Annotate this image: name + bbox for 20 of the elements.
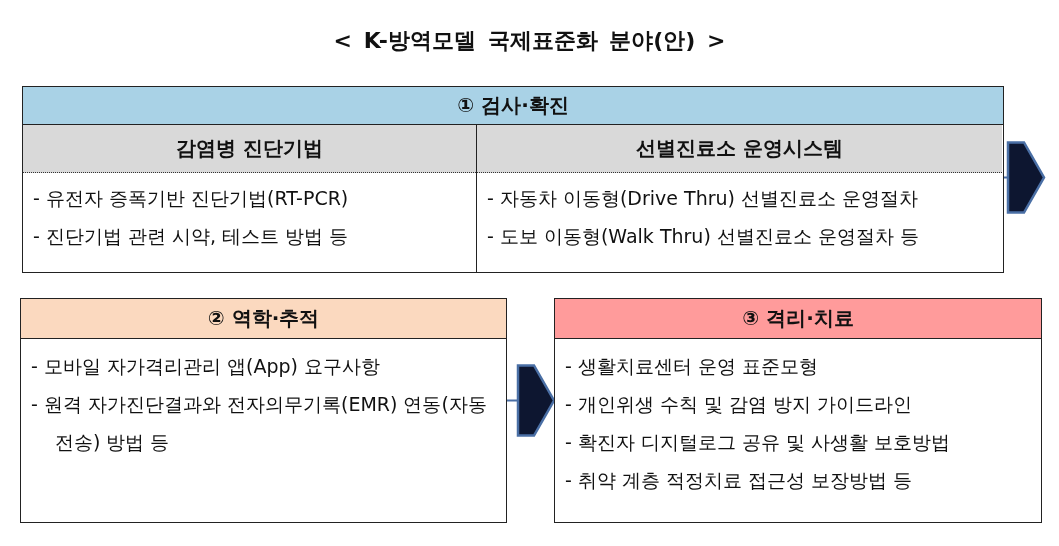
- bullet-text: - 확진자 디지털로그 공유 및 사생활 보호방법: [565, 430, 952, 455]
- bullet-text: - 원격 자가진단결과와 전자의무기록(EMR) 연동(자동 전송) 방법 등: [31, 392, 488, 455]
- section-box: [22, 86, 1004, 273]
- column-heading: 감염병 진단기법: [23, 125, 476, 173]
- section-heading: ③ 격리·치료: [555, 299, 1041, 339]
- bullet-text: - 진단기법 관련 시약, 테스트 방법 등: [33, 224, 350, 249]
- section-box: [554, 298, 1042, 523]
- bullet-text: - 취약 계층 적정치료 접근성 보장방법 등: [565, 468, 914, 493]
- diagram-title: < K-방역모델 국제표준화 분야(안) >: [332, 27, 727, 55]
- bullet-text: - 생활치료센터 운영 표준모형: [565, 354, 819, 379]
- bullet-text: - 자동차 이동형(Drive Thru) 선별진료소 운영절차: [487, 186, 920, 211]
- column-panel: [23, 125, 477, 272]
- bullet-text: - 유전자 증폭기반 진단기법(RT-PCR): [33, 186, 350, 211]
- bullet-text: - 개인위생 수칙 및 감염 방지 가이드라인: [565, 392, 914, 417]
- section-heading: ① 검사·확진: [23, 87, 1003, 125]
- bullet-text: - 모바일 자가격리관리 앱(App) 요구사항: [31, 354, 381, 379]
- column-heading: 선별진료소 운영시스템: [477, 125, 1002, 173]
- section-box: [20, 298, 507, 523]
- section-heading: ② 역학·추적: [21, 299, 506, 339]
- bullet-text: - 도보 이동형(Walk Thru) 선별진료소 운영절차 등: [487, 224, 920, 249]
